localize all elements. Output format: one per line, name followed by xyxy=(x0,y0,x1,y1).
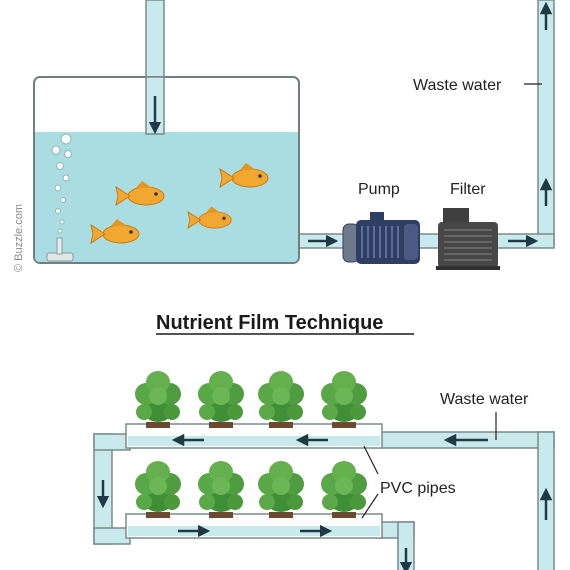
filter xyxy=(436,208,500,270)
return-pipe xyxy=(537,0,555,247)
plant xyxy=(258,461,304,518)
label-waste-water-top: Waste water xyxy=(413,77,502,94)
tank-water xyxy=(35,132,298,262)
leader-line xyxy=(363,445,379,475)
pump xyxy=(342,212,420,264)
plant xyxy=(135,461,181,518)
plant xyxy=(198,461,244,518)
plant xyxy=(321,371,367,428)
plant xyxy=(135,371,181,428)
label-pump: Pump xyxy=(358,181,400,198)
section-title: Nutrient Film Technique xyxy=(156,312,383,334)
leader-line xyxy=(361,493,379,519)
plant xyxy=(321,461,367,518)
plant xyxy=(198,371,244,428)
air-bubbles xyxy=(51,133,72,234)
label-filter: Filter xyxy=(450,181,486,198)
label-pvc-pipes: PVC pipes xyxy=(380,480,456,497)
watermark: © Buzzle.com xyxy=(13,204,25,272)
label-waste-water-bottom: Waste water xyxy=(440,391,529,408)
plant xyxy=(258,371,304,428)
